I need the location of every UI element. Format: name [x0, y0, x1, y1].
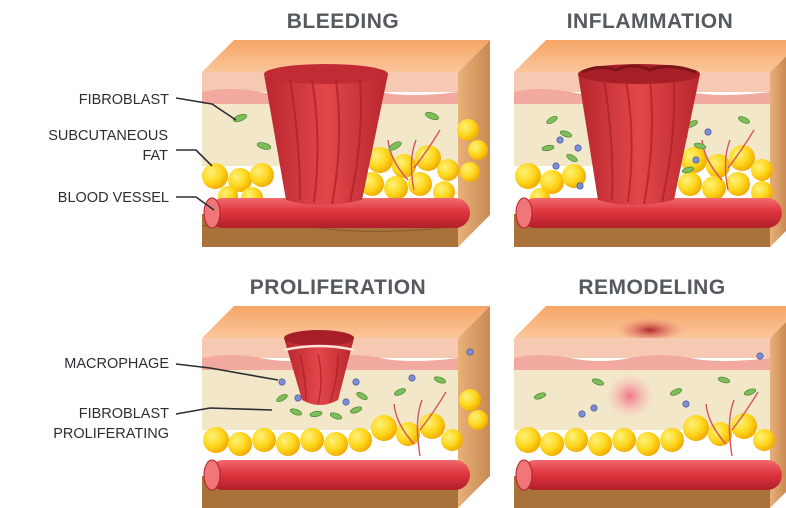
- scar-tissue: [606, 374, 654, 418]
- callout-fibroblast-prolif-label-2: PROLIFERATING: [53, 426, 169, 442]
- callout-subcutaneous-label-2: FAT: [142, 148, 168, 164]
- stage-title-proliferation: PROLIFERATION: [250, 276, 426, 299]
- stage-title-bleeding: BLEEDING: [287, 10, 400, 33]
- callout-fibroblast-label: FIBROBLAST: [79, 92, 169, 108]
- callout-blood-vessel: BLOOD VESSEL: [58, 190, 214, 210]
- callout-blood-vessel-label: BLOOD VESSEL: [58, 190, 169, 206]
- callout-fibroblast-prolif-label-1: FIBROBLAST: [79, 406, 169, 422]
- callout-macrophage-label: MACROPHAGE: [64, 356, 169, 372]
- panel-bleeding: [202, 40, 490, 247]
- callout-subcutaneous-fat: SUBCUTANEOUS FAT: [48, 128, 212, 166]
- panel-inflammation: [514, 40, 786, 247]
- stage-title-remodeling: REMODELING: [578, 276, 725, 299]
- callout-subcutaneous-label-1: SUBCUTANEOUS: [48, 128, 168, 144]
- stage-title-inflammation: INFLAMMATION: [567, 10, 734, 33]
- panel-remodeling: [514, 306, 786, 508]
- panel-proliferation: [202, 306, 490, 508]
